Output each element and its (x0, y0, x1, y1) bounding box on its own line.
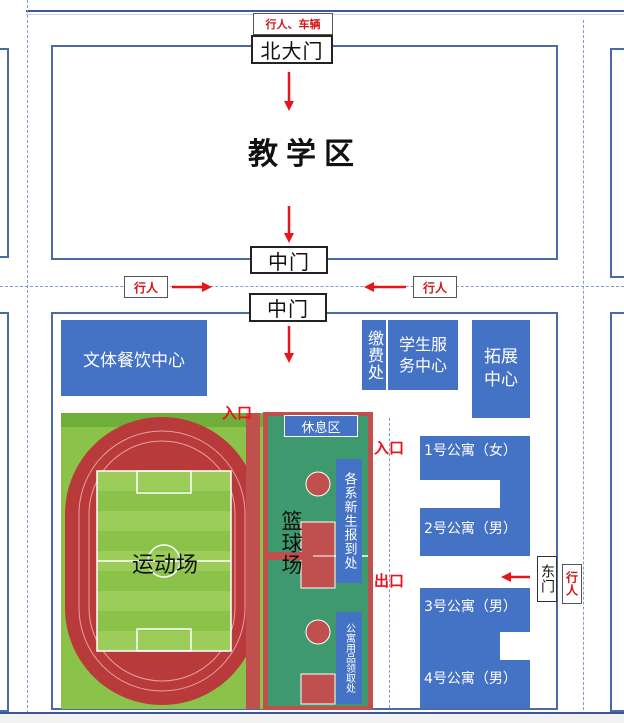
north-gate[interactable]: 北大门 (251, 35, 333, 64)
expansion-center-label: 拓展中心 (484, 347, 518, 390)
court-border-lines (246, 413, 260, 709)
pedestrian-tag-east: 行人 (562, 564, 582, 604)
exit-label: 出口 (374, 572, 405, 590)
registration-desk-label: 各系新生报到处 (341, 472, 357, 570)
bedding-pickup: 公寓用品领取处 (336, 612, 362, 704)
side-block-right-lower (610, 312, 624, 712)
basketball-label-text: 篮球场 (279, 510, 303, 576)
payment-office-label: 缴费处 (365, 329, 384, 381)
road-line (0, 286, 624, 287)
entrance-label-1: 入口 (222, 404, 253, 422)
walkway-line (389, 418, 390, 708)
pedestrian-tag-right: 行人 (413, 276, 457, 298)
pedestrian-tag-left: 行人 (124, 276, 168, 298)
student-service-center: 学生服务中心 (388, 320, 458, 390)
middle-gate-lower[interactable]: 中门 (249, 293, 327, 322)
pedestrian-tag-east-label: 行人 (564, 571, 579, 597)
bottom-strip (0, 714, 624, 723)
dining-center: 文体餐饮中心 (61, 320, 207, 396)
side-block-left-upper (0, 48, 9, 258)
east-gate-label: 东门 (539, 564, 555, 594)
stadium-field (61, 413, 263, 709)
expansion-center: 拓展中心 (472, 320, 530, 418)
road-line (583, 20, 584, 720)
student-service-label: 学生服务中心 (398, 335, 447, 375)
east-gate[interactable]: 东门 (537, 556, 557, 602)
apartment-2-label: 2号公寓（男） (424, 521, 517, 537)
bottom-border-line (0, 712, 624, 714)
basketball-label: 篮球场 (278, 510, 304, 602)
bedding-pickup-label: 公寓用品领取处 (343, 623, 355, 693)
middle-gate-upper[interactable]: 中门 (250, 246, 328, 274)
side-block-right-upper (610, 48, 624, 278)
road-line (27, 0, 28, 723)
teaching-zone (51, 45, 558, 260)
registration-desk: 各系新生报到处 (336, 459, 362, 583)
entrance-label-2: 入口 (374, 439, 405, 457)
apartment-1-label: 1号公寓（女） (424, 443, 517, 459)
apartment-3-label: 3号公寓（男） (424, 599, 517, 615)
rest-area: 休息区 (284, 415, 358, 437)
apartment-1-2-block (420, 436, 530, 556)
apartment-3-4-block (420, 588, 530, 708)
side-block-left-lower (0, 312, 9, 712)
top-border-line (26, 10, 624, 12)
teaching-zone-label: 教学区 (248, 137, 362, 172)
payment-office: 缴费处 (362, 320, 386, 390)
apartment-4-label: 4号公寓（男） (424, 671, 517, 687)
basketball-courts (263, 412, 373, 710)
stadium-label: 运动场 (131, 553, 198, 578)
north-gate-tag: 行人、车辆 (253, 13, 333, 35)
